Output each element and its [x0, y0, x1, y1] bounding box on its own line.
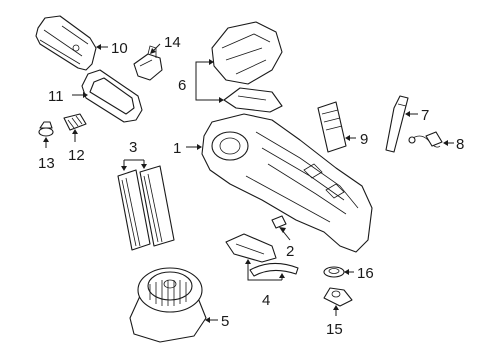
callout-9: 9: [360, 131, 368, 148]
part-16-grommet: [323, 266, 345, 278]
part-11-seal: [81, 69, 143, 123]
part-13-pin: [38, 121, 54, 137]
part-8-actuator: [408, 131, 443, 148]
callout-14: 14: [164, 34, 181, 51]
part-12-grille: [63, 113, 87, 131]
callout-8: 8: [456, 136, 464, 153]
callout-16: 16: [357, 265, 374, 282]
callout-15: 15: [326, 321, 343, 338]
callout-1: 1: [173, 140, 181, 157]
part-15-drain: [323, 287, 353, 307]
part-2-clip: [271, 215, 287, 229]
part-10-cover: [35, 15, 97, 71]
part-3-filters: [117, 165, 175, 251]
part-1-hvac-housing: [201, 113, 373, 253]
part-6-upper-duct: [211, 21, 283, 113]
part-14-bracket: [133, 45, 163, 81]
callout-6: 6: [178, 77, 186, 94]
callout-5: 5: [221, 313, 229, 330]
callout-2: 2: [286, 243, 294, 260]
callout-10: 10: [111, 40, 128, 57]
callout-11: 11: [48, 88, 64, 105]
callout-4: 4: [262, 292, 270, 309]
part-9-module: [317, 101, 347, 153]
leader-6: [195, 61, 220, 101]
callout-3: 3: [129, 139, 137, 156]
callout-13: 13: [38, 155, 55, 172]
callout-12: 12: [68, 147, 85, 164]
part-4-lower-duct: [225, 233, 299, 277]
part-5-blower: [129, 267, 207, 343]
part-7-sensor: [385, 95, 409, 153]
callout-7: 7: [421, 107, 429, 124]
